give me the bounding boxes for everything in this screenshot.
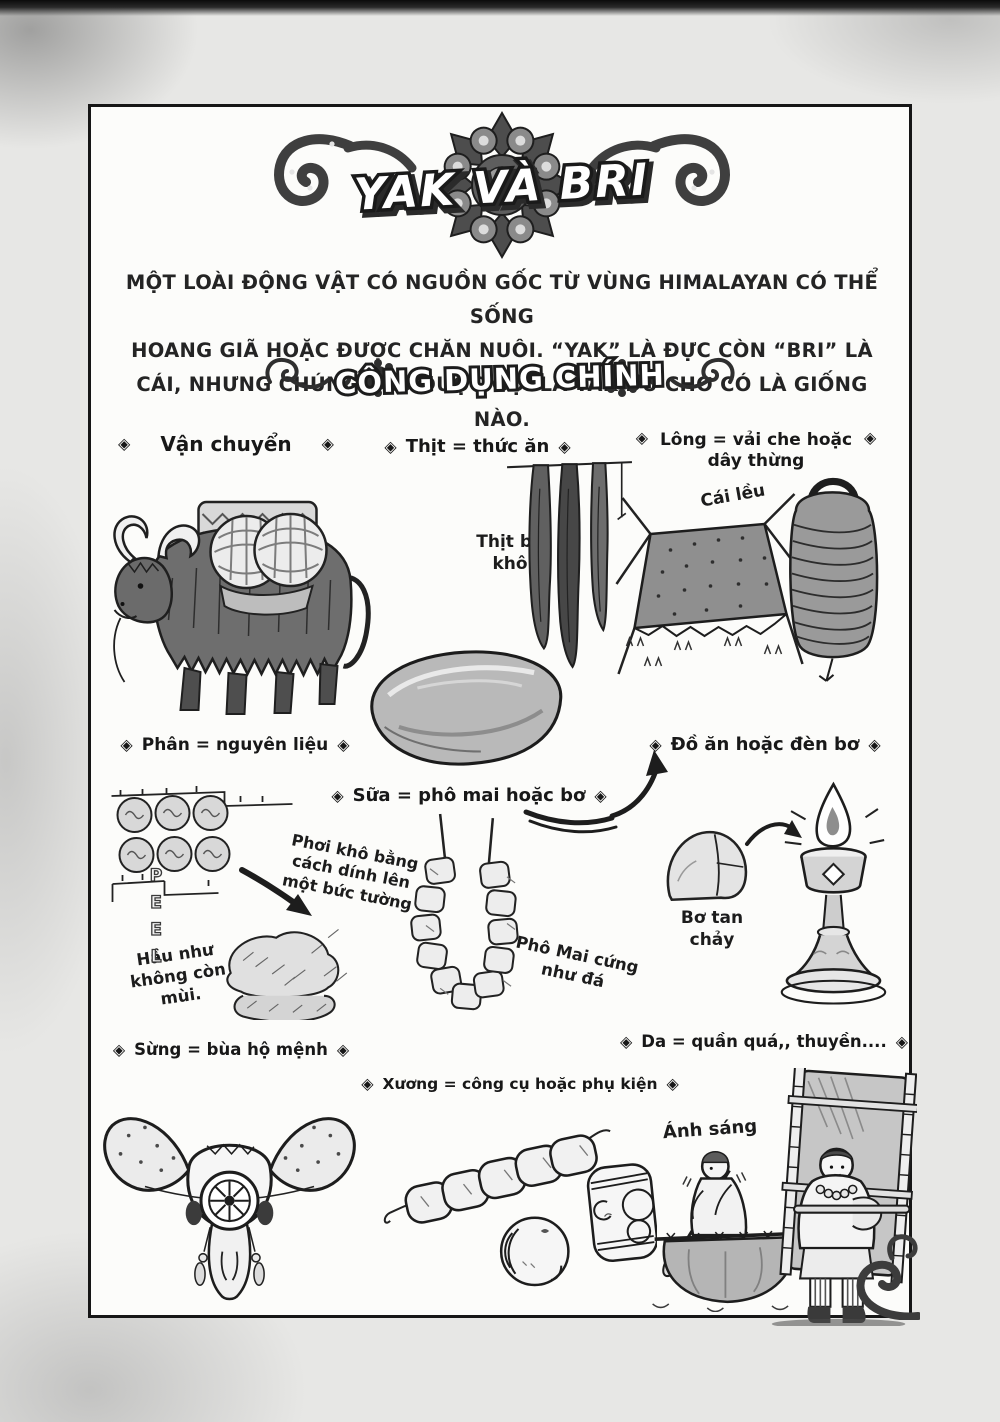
butter-to-lamp-arrow-icon — [742, 812, 804, 854]
corner-cloud-ornament-icon — [840, 1230, 920, 1320]
dung-piles-illustration — [212, 900, 352, 1020]
diamond-icon: ◈ — [384, 436, 397, 456]
curl-left-icon — [265, 357, 330, 389]
butter-lump-illustration — [656, 820, 756, 912]
label-bone-text: Xương = công cụ hoặc phụ kiện — [382, 1075, 658, 1093]
yak-skull-illustration — [92, 1068, 367, 1308]
yak-illustration — [98, 468, 383, 723]
bone-beads-illustration — [382, 1112, 657, 1297]
caption-dried-meat: Thịt bò khô — [476, 532, 544, 574]
swirl-right-icon — [587, 134, 730, 206]
diamond-icon: ◈ — [558, 436, 571, 456]
dung-arrow-icon — [232, 862, 327, 927]
label-horn: ◈ Sừng = bùa hộ mệnh ◈ — [113, 1040, 349, 1059]
label-meat-text: Thịt = thức ăn — [405, 436, 550, 457]
diamond-icon: ◈ — [118, 434, 131, 453]
diamond-icon: ◈ — [337, 735, 350, 754]
label-butter-text: Đồ ăn hoặc đèn bơ — [670, 734, 860, 755]
rosette-small-left-icon — [337, 372, 351, 386]
cheese-skewers-illustration — [398, 812, 538, 1040]
label-skin: ◈ Da = quần quá,, thuyền.... ◈ — [618, 1032, 910, 1051]
diamond-icon: ◈ — [331, 785, 344, 805]
label-transport-text: Vận chuyển — [160, 432, 292, 456]
label-skin-text: Da = quần quá,, thuyền.... — [641, 1032, 887, 1051]
meat-slab-illustration — [358, 638, 573, 778]
butter-lamp-illustration — [772, 778, 897, 1018]
section-header: CÔNG DỤNG CHÍNH — [335, 358, 666, 401]
diamond-icon: ◈ — [864, 428, 877, 447]
sfx-peel: PEEL — [145, 865, 166, 974]
diamond-icon: ◈ — [895, 1031, 909, 1051]
intro-line-2: HOANG GIÃ HOẶC ĐƯỢC CHĂN NUÔI. “YAK” LÀ … — [131, 339, 873, 363]
dung-wall-illustration — [104, 762, 299, 907]
diamond-icon: ◈ — [868, 734, 881, 754]
label-butter: ◈ Đồ ăn hoặc đèn bơ ◈ — [645, 734, 885, 755]
label-transport: ◈ Vận chuyển ◈ — [118, 432, 334, 456]
title-ornament: YAK VÀ BRI YAK VÀ BRI — [222, 110, 782, 260]
diamond-icon: ◈ — [666, 1074, 679, 1093]
rosette-left-icon — [359, 359, 397, 397]
hide-boat-illustration — [648, 1132, 816, 1312]
label-wool: ◈ Lông = vải che hoặc dây thừng ◈ — [622, 430, 890, 473]
milk-to-butter-arrow-icon — [520, 748, 680, 848]
label-bone: ◈ Xương = công cụ hoặc phụ kiện ◈ — [361, 1075, 679, 1093]
diamond-icon: ◈ — [336, 1039, 350, 1059]
intro-paragraph: MỘT LOÀI ĐỘNG VẬT CÓ NGUỒN GỐC TỪ VÙNG H… — [120, 266, 884, 437]
diamond-icon: ◈ — [120, 735, 133, 754]
label-milk-text: Sữa = phô mai hoặc bơ — [352, 785, 586, 806]
rosette-right-icon — [603, 359, 641, 397]
intro-line-3: CÁI, NHƯNG CHÚNG ĐỀU ĐƯỢC GỌI LÀ YAK DÙ … — [136, 373, 868, 431]
label-meat: ◈ Thịt = thức ăn ◈ — [384, 436, 570, 457]
intro-line-1: MỘT LOÀI ĐỘNG VẬT CÓ NGUỒN GỐC TỪ VÙNG H… — [125, 271, 879, 329]
tent-illustration — [612, 488, 807, 683]
label-milk: ◈ Sữa = phô mai hoặc bơ ◈ — [326, 785, 612, 806]
diamond-icon: ◈ — [112, 1039, 126, 1059]
mandala-icon — [427, 110, 577, 260]
caption-melted-butter: Bơ tan chảy — [680, 908, 744, 950]
hide-pack-person-illustration — [752, 1068, 917, 1326]
label-dung-text: Phân = nguyên liệu — [141, 735, 329, 755]
label-horn-text: Sừng = bùa hộ mệnh — [134, 1040, 328, 1059]
curl-right-icon — [670, 357, 735, 389]
hanging-meat-illustration — [502, 458, 637, 673]
section-header-ornament: CÔNG DỤNG CHÍNH — [260, 352, 740, 404]
label-wool-text: Lông = vải che hoặc dây thừng — [659, 430, 853, 472]
diamond-icon: ◈ — [619, 1031, 633, 1051]
rope-coil-illustration — [765, 468, 903, 686]
swirl-left-icon — [274, 134, 417, 206]
label-dung: ◈ Phân = nguyên liệu ◈ — [120, 735, 350, 755]
diamond-icon: ◈ — [321, 434, 334, 453]
rosette-small-right-icon — [649, 372, 663, 386]
diamond-icon: ◈ — [635, 428, 648, 447]
scan-edge-smudge — [0, 0, 1000, 16]
diamond-icon: ◈ — [649, 734, 662, 754]
diamond-icon: ◈ — [594, 785, 607, 805]
diamond-icon: ◈ — [361, 1074, 374, 1093]
